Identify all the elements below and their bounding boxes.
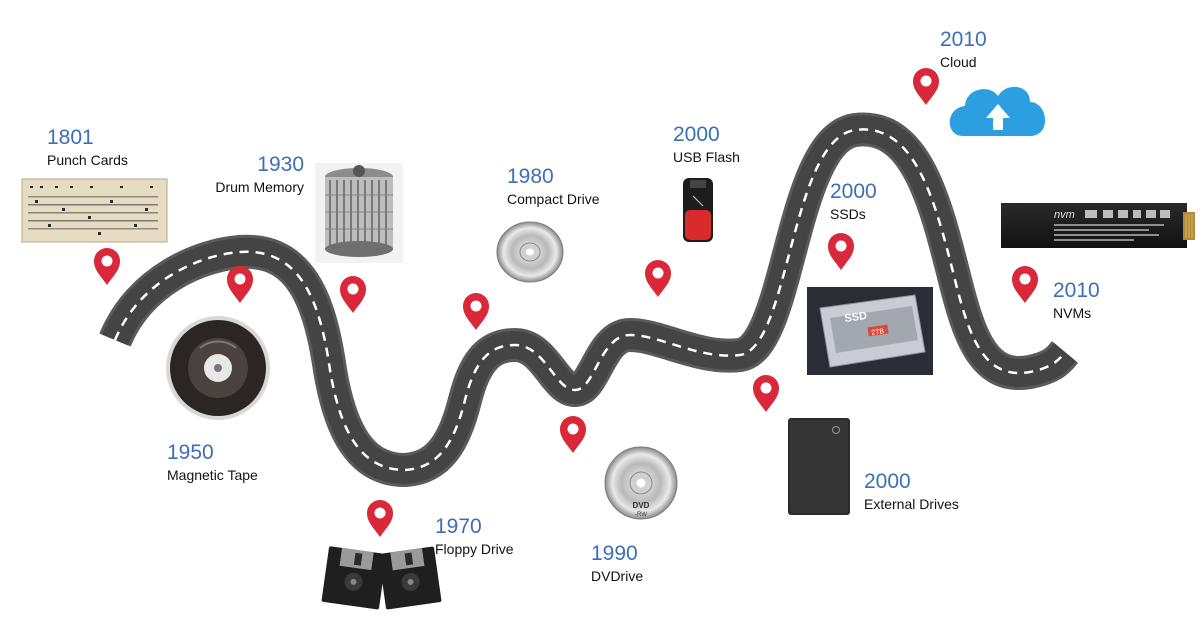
milestone-year: 2000 xyxy=(830,180,877,203)
lane-marking xyxy=(113,128,1066,472)
milestone-year: 2000 xyxy=(673,123,720,146)
milestone-ssds: 2000 SSDs xyxy=(830,180,877,223)
milestone-compact-drive: 1980 Compact Drive xyxy=(507,165,600,208)
cloud-upload-icon xyxy=(949,86,1046,136)
milestone-drum-memory: 1930 Drum Memory xyxy=(211,153,304,196)
milestone-year: 1990 xyxy=(591,542,638,565)
pin-usb-flash-icon xyxy=(645,260,671,297)
milestone-year: 2000 xyxy=(864,470,911,493)
ssd-icon: SSD 2TB xyxy=(807,287,933,375)
milestone-magnetic-tape: 1950 Magnetic Tape xyxy=(167,441,258,484)
milestone-label: External Drives xyxy=(864,496,959,512)
external-drive-icon xyxy=(788,418,850,515)
milestone-label: DVDrive xyxy=(591,568,644,584)
pin-drum-memory-icon xyxy=(340,276,366,313)
compact-disc-icon xyxy=(496,221,564,283)
pin-magnetic-tape-icon xyxy=(227,266,253,303)
dvd-disc-icon: DVD -RW xyxy=(604,446,678,520)
milestone-floppy-drive: 1970 Floppy Drive xyxy=(435,515,514,558)
milestone-external-drives: 2000 External Drives xyxy=(864,470,959,513)
milestone-label: NVMs xyxy=(1053,305,1092,321)
milestone-cloud: 2010 Cloud xyxy=(940,28,987,71)
milestone-label: Punch Cards xyxy=(47,152,128,168)
pin-compact-drive-icon xyxy=(463,293,489,330)
usb-flash-drive-icon xyxy=(683,178,713,242)
punch-card-icon xyxy=(21,178,168,243)
milestone-label: Magnetic Tape xyxy=(167,467,258,483)
milestone-label: SSDs xyxy=(830,206,866,222)
ssd-label-text: SSD xyxy=(844,310,868,325)
drum-memory-icon xyxy=(315,163,403,263)
milestone-label: USB Flash xyxy=(673,149,740,165)
milestone-year: 2010 xyxy=(1053,279,1100,302)
milestone-year: 1950 xyxy=(167,441,214,464)
milestone-dvdrive: 1990 DVDrive xyxy=(591,542,643,585)
pin-dvdrive-icon xyxy=(560,416,586,453)
milestone-year: 1801 xyxy=(47,126,94,149)
pin-floppy-drive-icon xyxy=(367,500,393,537)
milestone-label: Floppy Drive xyxy=(435,541,514,557)
dvd-logo-text: DVD xyxy=(633,501,650,510)
floppy-disks-icon xyxy=(321,546,442,610)
milestone-year: 1980 xyxy=(507,165,554,188)
pin-punch-cards-icon xyxy=(94,248,120,285)
road xyxy=(99,112,1079,488)
milestone-year: 2010 xyxy=(940,28,987,51)
milestone-label: Cloud xyxy=(940,54,977,70)
pin-ssds-icon xyxy=(828,233,854,270)
ssd-capacity-text: 2TB xyxy=(871,328,885,337)
nvme-brand-text: nvm xyxy=(1054,209,1075,221)
milestone-year: 1970 xyxy=(435,515,482,538)
milestone-label: Compact Drive xyxy=(507,191,600,207)
nvme-stick-icon: nvm xyxy=(1001,203,1195,248)
milestone-label: Drum Memory xyxy=(215,179,304,195)
magnetic-tape-reel-icon xyxy=(166,316,270,420)
pin-cloud-icon xyxy=(913,68,939,105)
pin-nvms-icon xyxy=(1012,266,1038,303)
milestone-punch-cards: 1801 Punch Cards xyxy=(47,126,128,169)
pin-external-drives-icon xyxy=(753,375,779,412)
dvd-format-text: -RW xyxy=(635,512,647,518)
milestone-year: 1930 xyxy=(257,153,304,176)
milestone-nvms: 2010 NVMs xyxy=(1053,279,1100,322)
milestone-usb-flash: 2000 USB Flash xyxy=(673,123,740,166)
